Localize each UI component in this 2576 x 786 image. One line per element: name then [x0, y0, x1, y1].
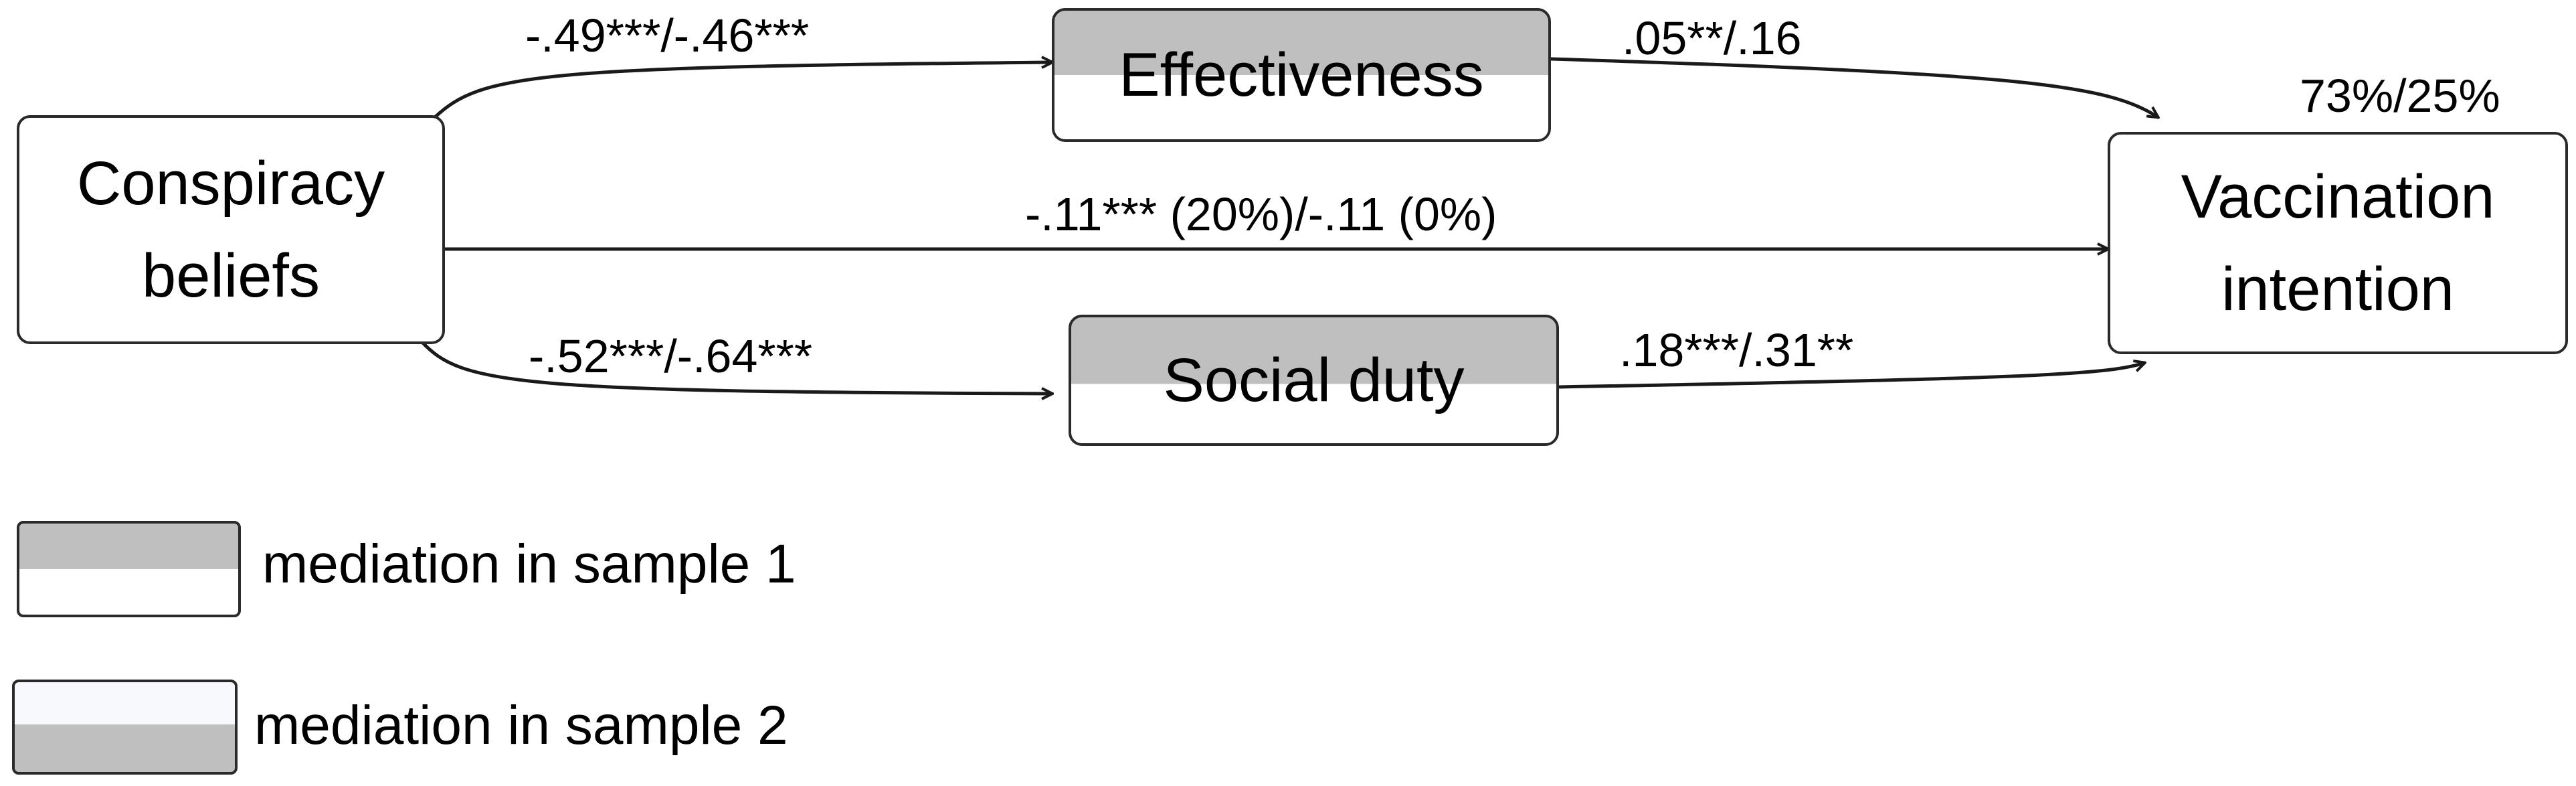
- path-label-effectiveness-vaccination: .05**/.16: [1622, 12, 1802, 64]
- legend-label-sample-2: mediation in sample 2: [254, 695, 788, 756]
- node-conspiracy-beliefs: Conspiracy beliefs: [17, 115, 445, 344]
- arrow-social-duty-to-vaccination: [1558, 363, 2144, 389]
- path-label-conspiracy-social-duty: -.52***/-.64***: [529, 330, 813, 382]
- node-vaccination-intention: Vaccination intention: [2108, 132, 2568, 354]
- path-label-conspiracy-vaccination: -.11*** (20%)/-.11 (0%): [1025, 188, 1497, 240]
- legend-swatch-sample-1: [17, 521, 241, 617]
- legend-swatch-sample-2: [12, 680, 238, 775]
- path-label-social-duty-vaccination: .18***/.31**: [1619, 324, 1854, 376]
- node-social-duty-label: Social duty: [1163, 346, 1465, 414]
- explained-variance-label: 73%/25%: [2300, 70, 2500, 122]
- arrow-conspiracy-to-social-duty: [420, 340, 1052, 394]
- arrow-effectiveness-to-vaccination: [1550, 57, 2158, 117]
- legend-label-sample-1: mediation in sample 1: [262, 534, 796, 595]
- node-vaccination-intention-label: Vaccination intention: [2181, 163, 2495, 323]
- node-effectiveness-label: Effectiveness: [1119, 41, 1484, 109]
- arrow-conspiracy-to-effectiveness: [434, 62, 1052, 119]
- node-effectiveness: Effectiveness: [1052, 8, 1551, 142]
- path-label-conspiracy-effectiveness: -.49***/-.46***: [525, 9, 810, 62]
- node-social-duty: Social duty: [1069, 315, 1559, 446]
- node-conspiracy-beliefs-label: Conspiracy beliefs: [76, 149, 385, 310]
